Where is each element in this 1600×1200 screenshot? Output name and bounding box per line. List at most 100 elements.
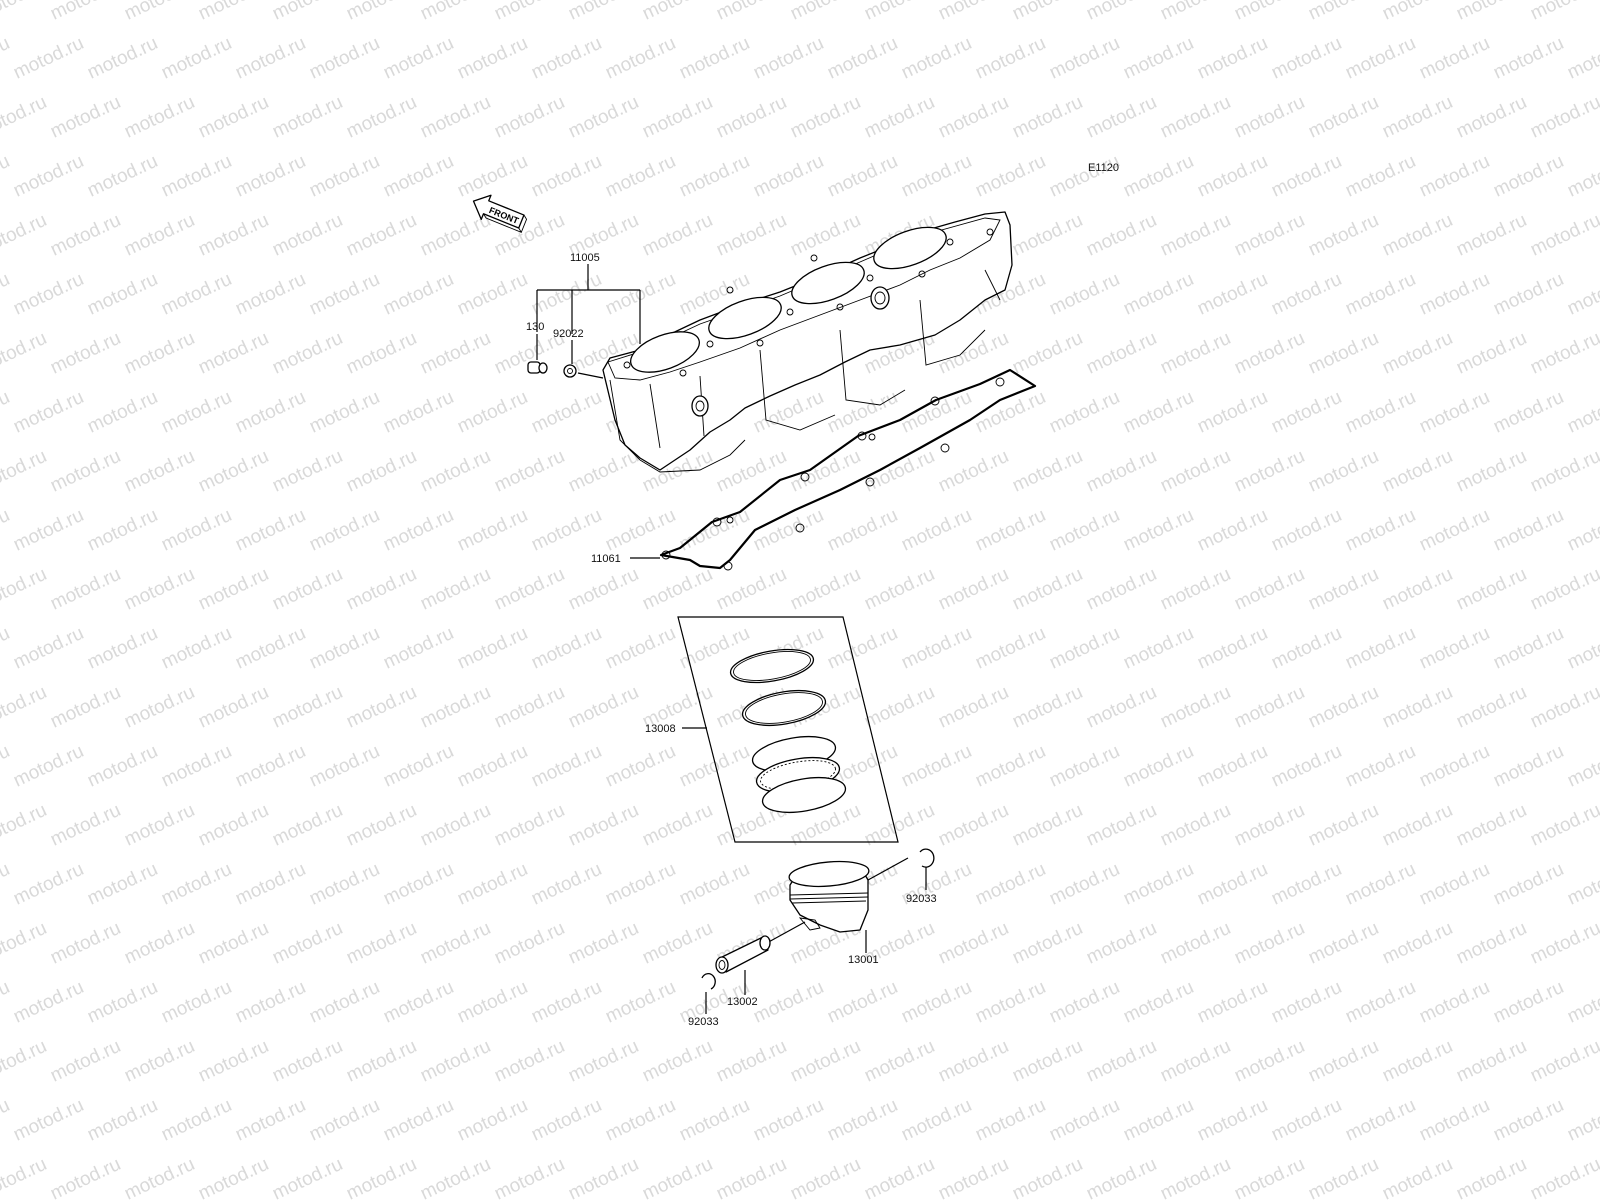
watermark-text: motod.ru: [935, 564, 1012, 615]
watermark-text: motod.ru: [1490, 977, 1567, 1028]
callout-92033-left[interactable]: 92033: [688, 992, 719, 1028]
watermark-text: motod.ru: [1231, 1154, 1308, 1200]
watermark-text: motod.ru: [417, 1154, 494, 1200]
watermark-text: motod.ru: [158, 505, 235, 556]
watermark-text: motod.ru: [47, 1036, 124, 1087]
base-gasket-11061[interactable]: [659, 368, 1037, 571]
watermark-text: motod.ru: [602, 1095, 679, 1146]
watermark-text: motod.ru: [10, 623, 87, 674]
watermark-text: motod.ru: [232, 1095, 309, 1146]
watermark-text: motod.ru: [1231, 918, 1308, 969]
watermark-text: motod.ru: [1046, 151, 1123, 202]
watermark-text: motod.ru: [972, 505, 1049, 556]
watermark-text: motod.ru: [787, 210, 864, 261]
watermark-text: motod.ru: [1120, 1095, 1197, 1146]
watermark-text: motod.ru: [824, 1095, 901, 1146]
part-label-11061[interactable]: 11061: [591, 553, 621, 565]
watermark-text: motod.ru: [380, 151, 457, 202]
watermark-text: motod.ru: [343, 682, 420, 733]
washer-92022[interactable]: [563, 364, 604, 379]
watermark-text: motod.ru: [0, 977, 13, 1028]
watermark-text: motod.ru: [0, 210, 50, 261]
watermark-text: motod.ru: [454, 387, 531, 438]
watermark-text: motod.ru: [269, 328, 346, 379]
piston-13001[interactable]: [764, 857, 909, 945]
watermark-text: motod.ru: [491, 92, 568, 143]
watermark-text: motod.ru: [824, 623, 901, 674]
dowel-pin-130[interactable]: [527, 361, 548, 374]
callout-130[interactable]: 130: [526, 321, 544, 360]
watermark-text: motod.ru: [454, 151, 531, 202]
watermark-text: motod.ru: [1490, 741, 1567, 792]
watermark-text: motod.ru: [1305, 682, 1382, 733]
watermark-text: motod.ru: [1120, 859, 1197, 910]
watermark-text: motod.ru: [1046, 623, 1123, 674]
watermark-text: motod.ru: [602, 859, 679, 910]
watermark-text: motod.ru: [306, 33, 383, 84]
part-label-13008[interactable]: 13008: [645, 723, 676, 735]
part-label-92022[interactable]: 92022: [553, 328, 584, 340]
watermark-text: motod.ru: [1268, 741, 1345, 792]
callout-92033-right[interactable]: 92033: [906, 867, 937, 905]
snap-ring-92033-left[interactable]: [701, 973, 716, 990]
watermark-text: motod.ru: [269, 682, 346, 733]
part-label-13001[interactable]: 13001: [848, 954, 879, 966]
watermark-text: motod.ru: [1342, 977, 1419, 1028]
watermark-text: motod.ru: [1157, 1154, 1234, 1200]
callout-11061[interactable]: 11061: [591, 553, 660, 565]
callout-13002[interactable]: 13002: [727, 970, 758, 1008]
watermark-text: motod.ru: [417, 1036, 494, 1087]
watermark-text: motod.ru: [528, 33, 605, 84]
watermark-text: motod.ru: [0, 800, 50, 851]
part-label-13002[interactable]: 13002: [727, 996, 758, 1008]
watermark-text: motod.ru: [10, 505, 87, 556]
watermark-text: motod.ru: [713, 210, 790, 261]
watermark-text: motod.ru: [380, 977, 457, 1028]
watermark-text: motod.ru: [602, 977, 679, 1028]
watermark-text: motod.ru: [1305, 564, 1382, 615]
watermark-text: motod.ru: [1268, 33, 1345, 84]
watermark-text: motod.ru: [861, 92, 938, 143]
watermark-text: motod.ru: [1268, 387, 1345, 438]
watermark-text: motod.ru: [565, 682, 642, 733]
callout-92022[interactable]: 92022: [553, 328, 584, 364]
callout-11005[interactable]: 11005: [536, 252, 641, 344]
watermark-text: motod.ru: [1231, 800, 1308, 851]
watermark-text: motod.ru: [602, 741, 679, 792]
cylinder-block-11005[interactable]: [602, 211, 1013, 473]
watermark-text: motod.ru: [1379, 92, 1456, 143]
watermark-text: motod.ru: [565, 0, 642, 25]
snap-ring-92033-right[interactable]: [919, 848, 935, 868]
part-label-92033-right[interactable]: 92033: [906, 893, 937, 905]
callout-13001[interactable]: 13001: [848, 930, 879, 966]
watermark-text: motod.ru: [1453, 0, 1530, 25]
callout-13008[interactable]: 13008: [645, 723, 707, 735]
watermark-text: motod.ru: [0, 1154, 50, 1200]
piston-ring-set-13008[interactable]: [677, 616, 899, 843]
watermark-text: motod.ru: [565, 1036, 642, 1087]
watermark-text: motod.ru: [84, 151, 161, 202]
watermark-text: motod.ru: [232, 977, 309, 1028]
watermark-text: motod.ru: [1231, 92, 1308, 143]
watermark-text: motod.ru: [121, 1154, 198, 1200]
watermark-text: motod.ru: [84, 269, 161, 320]
watermark-text: motod.ru: [565, 92, 642, 143]
watermark-text: motod.ru: [1009, 92, 1086, 143]
part-label-92033-left[interactable]: 92033: [688, 1016, 719, 1028]
watermark-text: motod.ru: [417, 328, 494, 379]
watermark-text: motod.ru: [491, 1036, 568, 1087]
watermark-text: motod.ru: [269, 800, 346, 851]
watermark-text: motod.ru: [232, 741, 309, 792]
watermark-text: motod.ru: [1490, 269, 1567, 320]
watermark-text: motod.ru: [491, 918, 568, 969]
watermark-text: motod.ru: [1046, 1095, 1123, 1146]
watermark-text: motod.ru: [380, 1095, 457, 1146]
watermark-text: motod.ru: [565, 800, 642, 851]
watermark-text: motod.ru: [195, 0, 272, 25]
watermark-text: motod.ru: [1564, 623, 1600, 674]
piston-pin-13002[interactable]: [715, 935, 771, 974]
part-label-11005[interactable]: 11005: [570, 252, 600, 264]
watermark-text: motod.ru: [898, 387, 975, 438]
part-label-130[interactable]: 130: [526, 321, 544, 333]
